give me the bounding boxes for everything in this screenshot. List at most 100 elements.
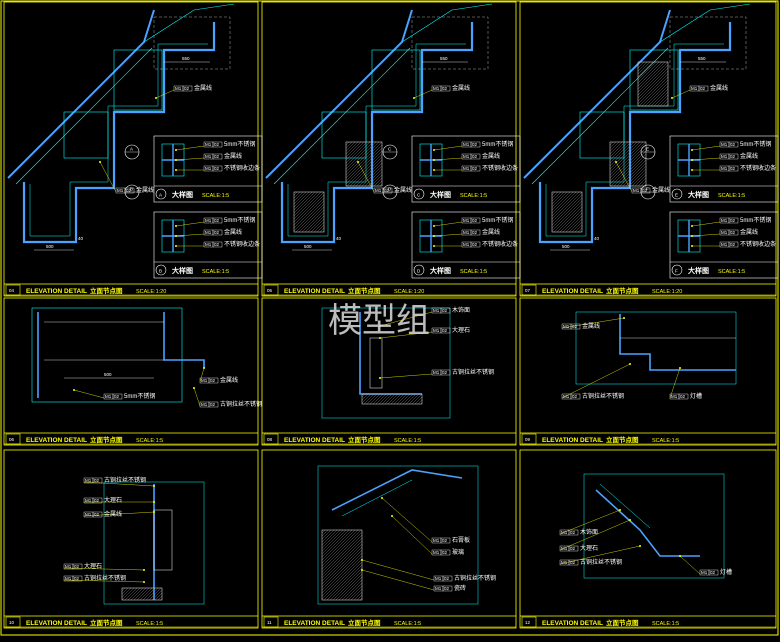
tag-code: 02	[472, 142, 478, 147]
tag-code: 02	[570, 530, 576, 535]
hatch-line	[565, 215, 582, 232]
detail-callout: 金属线	[224, 228, 242, 236]
panel-scale: SCALE:1:5	[652, 438, 679, 444]
panel-title-cn: 立面节点图	[348, 618, 381, 627]
hatch-line	[294, 194, 324, 226]
panel-title: ELEVATION DETAIL	[26, 437, 87, 444]
hatch-line	[294, 192, 310, 208]
leader-line	[379, 373, 433, 379]
panel-number-box	[5, 433, 21, 445]
hatch-line	[552, 200, 582, 232]
leader-line	[559, 519, 631, 551]
tag-code: M1	[433, 538, 440, 543]
leader-line	[193, 387, 201, 407]
dimension-text: 550	[698, 56, 706, 61]
hatch-line	[641, 79, 668, 106]
tag-box	[470, 241, 481, 248]
window-box	[629, 49, 679, 111]
hatch-line	[362, 394, 372, 404]
tag-code: 02	[472, 154, 478, 159]
panel-title: ELEVATION DETAIL	[542, 437, 603, 444]
tag-code: 02	[94, 512, 100, 517]
hatch-line	[148, 588, 162, 600]
leader-dot	[433, 225, 435, 227]
hatch-line	[294, 200, 324, 232]
hatch-line	[610, 142, 632, 164]
detail-callout: 金属线	[740, 228, 758, 236]
leader-dot	[175, 225, 177, 227]
panel-number-box	[263, 616, 279, 628]
tag-code: 02	[210, 402, 216, 407]
panel-number: 09	[525, 437, 531, 442]
leader-line	[379, 331, 433, 339]
roof-top	[659, 3, 751, 43]
tag-box	[92, 497, 103, 504]
detail-callout: 5mm不锈钢	[482, 140, 513, 148]
tag-code: 02	[444, 576, 450, 581]
tag-box	[208, 401, 219, 408]
tag-box	[440, 369, 451, 376]
hatch-line	[362, 394, 369, 401]
hatch-line	[322, 530, 338, 546]
hatch-line	[568, 218, 582, 232]
tag-box	[728, 153, 739, 160]
leader-line	[83, 511, 155, 517]
detail-callout: 5mm不锈钢	[224, 140, 255, 148]
detail-frame	[669, 211, 779, 279]
hatch-line	[411, 394, 422, 404]
hatch-line	[322, 530, 344, 552]
tag-box	[728, 141, 739, 148]
roof-inner	[273, 47, 411, 185]
tag-code: 02	[126, 188, 132, 193]
detail-title: 大样图	[430, 190, 451, 199]
dimension-text: 500	[104, 372, 112, 377]
panel-number: 10	[9, 620, 15, 625]
hatch-line	[145, 588, 159, 600]
detail-scale: SCALE:1:5	[460, 269, 487, 275]
tag-code: M1	[463, 142, 470, 147]
hatch-line	[417, 399, 422, 404]
hatch-line	[322, 530, 347, 555]
hatch-line	[390, 394, 402, 404]
hatch-line	[367, 171, 382, 186]
tag-code: 02	[114, 394, 120, 399]
hatch-lines	[122, 588, 162, 600]
panel-scale: SCALE:1:5	[394, 621, 421, 627]
leader-dot	[413, 97, 415, 99]
leader-dot	[175, 159, 177, 161]
floor-hatch	[122, 588, 162, 600]
section-marker-letter: C	[388, 147, 392, 152]
tag-box	[640, 187, 651, 194]
leader-dot	[155, 97, 157, 99]
detail-title: 大样图	[172, 266, 193, 275]
leader-line	[433, 221, 463, 227]
hatch-line	[552, 192, 582, 223]
section-inner	[599, 483, 651, 529]
hatch-line	[122, 588, 135, 600]
leader-dot	[175, 169, 177, 171]
panel-number-box	[263, 284, 279, 296]
hatch-line	[402, 394, 414, 404]
hatch-line	[346, 144, 382, 182]
detail-callout: 不锈钢收边条	[740, 164, 776, 172]
callout-metal: 金属线	[710, 84, 728, 92]
leader-line	[357, 161, 375, 193]
panel-title: ELEVATION DETAIL	[26, 620, 87, 627]
panel-frame	[3, 1, 259, 297]
panel-title-cn: 立面节点图	[606, 286, 639, 295]
leader-line	[561, 363, 631, 399]
tag-code: M1	[435, 576, 442, 581]
hatch-line	[625, 165, 646, 186]
leader-line	[691, 233, 721, 237]
leader-dot	[433, 149, 435, 151]
detail-title: 大样图	[688, 190, 709, 199]
panel-frame	[519, 449, 777, 629]
roof-inner	[15, 47, 153, 185]
panel-title: ELEVATION DETAIL	[26, 288, 87, 295]
tag-box	[568, 545, 579, 552]
panel-scale: SCALE:1:20	[394, 289, 424, 295]
window-box	[371, 49, 421, 111]
roof-inner	[531, 47, 669, 185]
hatch-line	[363, 394, 375, 404]
